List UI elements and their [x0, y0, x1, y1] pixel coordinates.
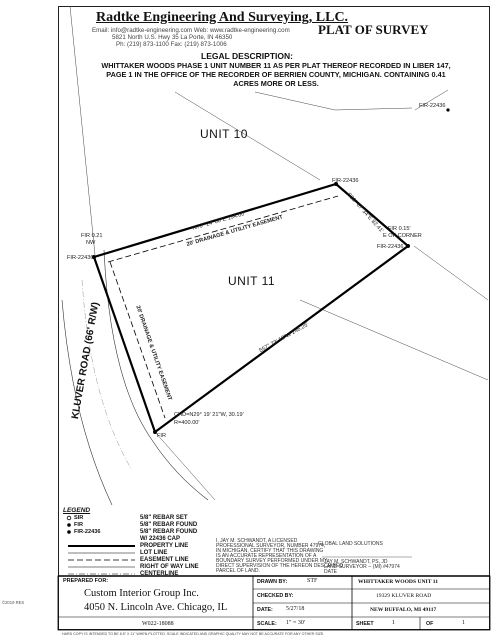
monument-bottom — [153, 430, 157, 434]
client-address: 4050 N. Lincoln Ave. Chicago, IL — [84, 602, 228, 613]
lot-line-top-left — [69, 5, 96, 256]
fir-right-label: FIR-22436 — [377, 244, 404, 250]
plat-title: PLAT OF SURVEY — [318, 22, 429, 37]
legend-fir-symbol — [67, 523, 71, 527]
easement-line-top — [107, 195, 339, 263]
monument-right — [406, 244, 410, 248]
fir-nw-label-2: NW — [86, 240, 96, 246]
prepared-for-label: PREPARED FOR: — [63, 578, 109, 584]
easement-line-left — [109, 261, 166, 419]
signer-license: LAND SURVEYOR -- (MI) #47974 — [324, 564, 400, 570]
project-address: 19329 KLUVER ROAD — [376, 593, 432, 599]
date-label: DATE: — [257, 607, 273, 613]
legal-line-3: ACRES MORE OR LESS. — [233, 79, 319, 88]
fir-topright-label: FIR-22436 — [419, 103, 446, 109]
job-number: W022-18088 — [142, 621, 174, 627]
cert-line-2: PROFESSIONAL SURVEYOR, NUMBER 47974, — [216, 543, 326, 549]
monument-left — [92, 255, 96, 259]
company-address: 5821 North U.S. Hwy 35 La Porte, IN 4635… — [112, 34, 233, 41]
sheet-number: 1 — [392, 620, 395, 626]
plot-footnote: HARD COPY IS INTENDED TO BE 8.5" X 11" W… — [62, 632, 325, 636]
legal-heading: LEGAL DESCRIPTION: — [201, 51, 293, 61]
signer-name: JAY M. SCHWANDT, PS, JD — [324, 559, 388, 565]
road-centerline — [81, 279, 133, 471]
road-row-west — [61, 299, 113, 506]
cert-line-6: DIRECT SUPERVISION OF THE HEREON DESCRIB… — [216, 563, 343, 569]
sheet-label: SHEET — [356, 621, 374, 627]
of-number: 1 — [462, 620, 465, 626]
lot-line-right-upper — [334, 107, 413, 111]
client-name: Custom Interior Group Inc. — [84, 588, 199, 599]
fir-right-note: FIR 0.15' — [388, 226, 411, 232]
unit-10-label: UNIT 10 — [200, 127, 248, 141]
drawn-by-label: DRAWN BY: — [257, 579, 288, 585]
curve-chord: CHD=N29° 19' 21"W, 30.19' — [174, 412, 244, 418]
project-name: WHITTAKER WOODS UNIT 11 — [358, 579, 439, 585]
fir-top-label: FIR-22436 — [332, 178, 359, 184]
legend-desc-2: 5/8" REBAR FOUND — [140, 529, 198, 535]
date-value: 5/27/18 — [286, 606, 305, 612]
side-label: ©2019 RES — [2, 600, 25, 605]
legend-fir-cap-symbol — [67, 530, 71, 534]
sheet-border — [58, 6, 490, 630]
legend-desc-1: 5/8" REBAR FOUND — [140, 522, 198, 528]
road-row-east — [103, 249, 209, 501]
fir-nw-label: FIR 0.21 — [81, 233, 103, 239]
company-contact-email: Email: info@radtke-engineering.com Web: … — [92, 27, 290, 34]
legend-symbol-1: FIR — [74, 522, 84, 528]
lot-line-right — [414, 89, 449, 111]
monument-top — [334, 182, 338, 186]
legal-line-2: PAGE 1 IN THE OFFICE OF THE RECORDER OF … — [106, 70, 446, 79]
lot-line-right-lower — [413, 245, 489, 301]
curve-radius: R=400.00' — [174, 420, 200, 426]
fir-bottom-label: FIR — [157, 433, 167, 439]
checked-by-label: CHECKED BY: — [257, 593, 294, 599]
lot-line-unit10 — [254, 91, 336, 111]
lot-line-top-mid — [174, 91, 321, 181]
project-city: NEW BUFFALO, MI 49117 — [370, 607, 437, 613]
legend-desc-6: EASEMENT LINE — [140, 557, 189, 563]
company-name: Radtke Engineering And Surveying, LLC. — [96, 10, 349, 25]
signer-date: DATE — [324, 569, 337, 575]
legend-desc-8: CENTERLINE — [140, 571, 179, 577]
legend-desc-5: LOT LINE — [140, 550, 168, 556]
unit-11-label: UNIT 11 — [228, 274, 276, 288]
monument-top-right — [446, 108, 450, 112]
cert-line-7: PARCEL OF LAND. — [216, 568, 260, 574]
legend-symbol-0: SIR — [74, 515, 84, 521]
lot-line-southeast — [299, 299, 489, 381]
cert-line-5: BOUNDARY SURVEY PERFORMED UNDER MY — [216, 558, 328, 564]
legend-desc-0: 5/8" REBAR SET — [140, 515, 188, 521]
fir-left-label: FIR-22436 — [67, 255, 94, 261]
scale-label: SCALE: — [257, 621, 277, 627]
legend-title: LEGEND — [63, 507, 91, 514]
legend-desc-7: RIGHT OF WAY LINE — [140, 564, 199, 570]
global-land-solutions: GLOBAL LAND SOLUTIONS — [318, 541, 383, 547]
legend-desc-3: W/ 22436 CAP — [140, 536, 181, 542]
cert-line-1: I, JAY M. SCHWANDT, A LICENSED — [216, 538, 298, 544]
company-phone: Ph: (219) 873-1100 Fax: (219) 873-1006 — [116, 41, 227, 48]
cert-line-3: IN MICHIGAN, CERTIFY THAT THIS DRAWING — [216, 548, 324, 554]
legend-sir-symbol — [66, 515, 72, 521]
legend-desc-4: PROPERTY LINE — [140, 543, 189, 549]
legal-line-1: WHITTAKER WOODS PHASE 1 UNIT NUMBER 11 A… — [101, 61, 451, 70]
lot-line-bottom — [154, 431, 216, 501]
fir-right-note-2: E OF CORNER — [383, 233, 422, 239]
of-label: OF — [426, 621, 434, 627]
cert-line-4: IS AN ACCURATE REPRESENTATION OF A — [216, 553, 317, 559]
drawn-by-value: STF — [307, 578, 318, 584]
scale-value: 1" = 30' — [286, 620, 305, 626]
legend-symbol-2: FIR-22436 — [74, 529, 101, 535]
